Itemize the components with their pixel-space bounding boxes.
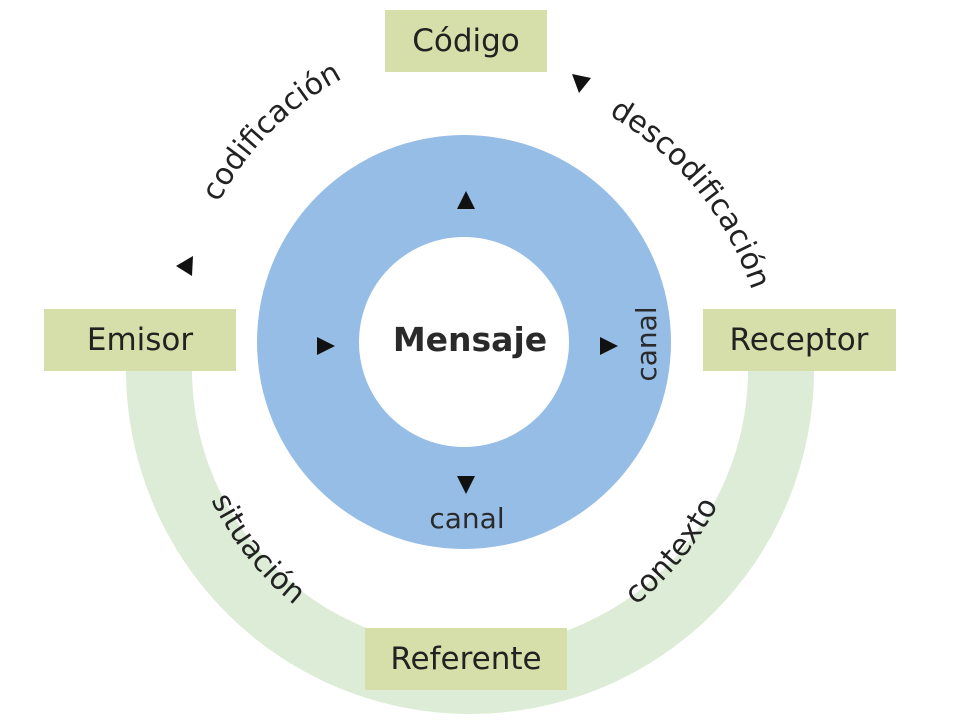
descodificacion-arrow-icon	[572, 74, 591, 93]
canal-bottom-label: canal	[429, 502, 504, 535]
arrow-down-icon	[457, 476, 475, 494]
receptor-label: Receptor	[730, 322, 869, 358]
emisor-box: Emisor	[44, 309, 236, 371]
referente-box: Referente	[365, 628, 567, 690]
codificacion-label: codificación	[195, 55, 347, 207]
message-circle	[359, 237, 569, 447]
emisor-label: Emisor	[87, 322, 194, 358]
context-arc	[126, 370, 814, 714]
arrow-right-left-icon	[317, 337, 335, 355]
canal-right-label: canal	[630, 306, 663, 381]
codificacion-arrow-icon	[176, 256, 193, 276]
codigo-box: Código	[385, 10, 547, 72]
arrow-up-icon	[457, 191, 475, 209]
codigo-label: Código	[412, 23, 520, 59]
codificacion-text: codificación	[195, 55, 347, 207]
receptor-box: Receptor	[703, 309, 896, 371]
referente-label: Referente	[390, 641, 541, 677]
mensaje-label: Mensaje	[393, 320, 547, 359]
arrow-right-right-icon	[600, 337, 618, 355]
